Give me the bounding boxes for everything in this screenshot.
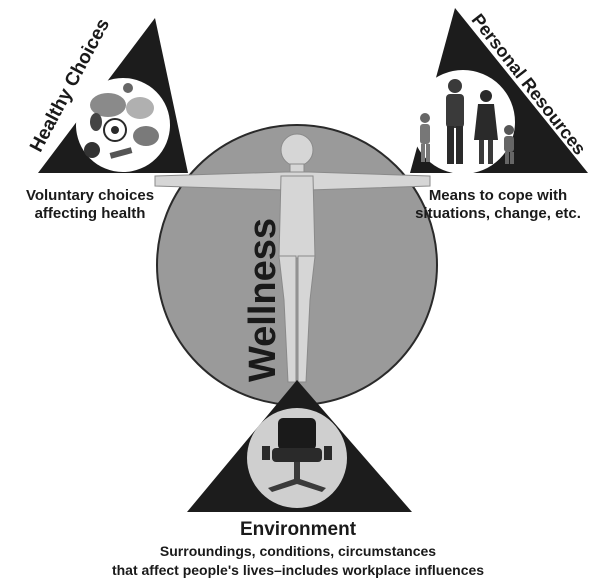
family-icon [420,79,514,164]
personal-resources-desc-line2: situations, change, etc. [415,205,581,222]
wellness-label: Wellness [242,218,284,382]
personal-resources-desc-line1: Means to cope with [429,187,567,204]
personal-resources-triangle: Personal Resources [410,8,590,174]
food-icon [84,83,159,159]
environment-title: Environment [240,519,357,540]
environment-triangle [187,380,412,512]
healthy-choices-desc-line2: affecting health [35,205,146,222]
environment-desc-line1: Surroundings, conditions, circumstances [160,543,436,559]
environment-desc-line2: that affect people's lives–includes work… [112,562,484,578]
chair-icon [262,418,332,492]
healthy-choices-triangle: Healthy Choices [26,15,188,173]
human-figure [154,133,431,383]
healthy-choices-desc-line1: Voluntary choices [26,187,154,204]
